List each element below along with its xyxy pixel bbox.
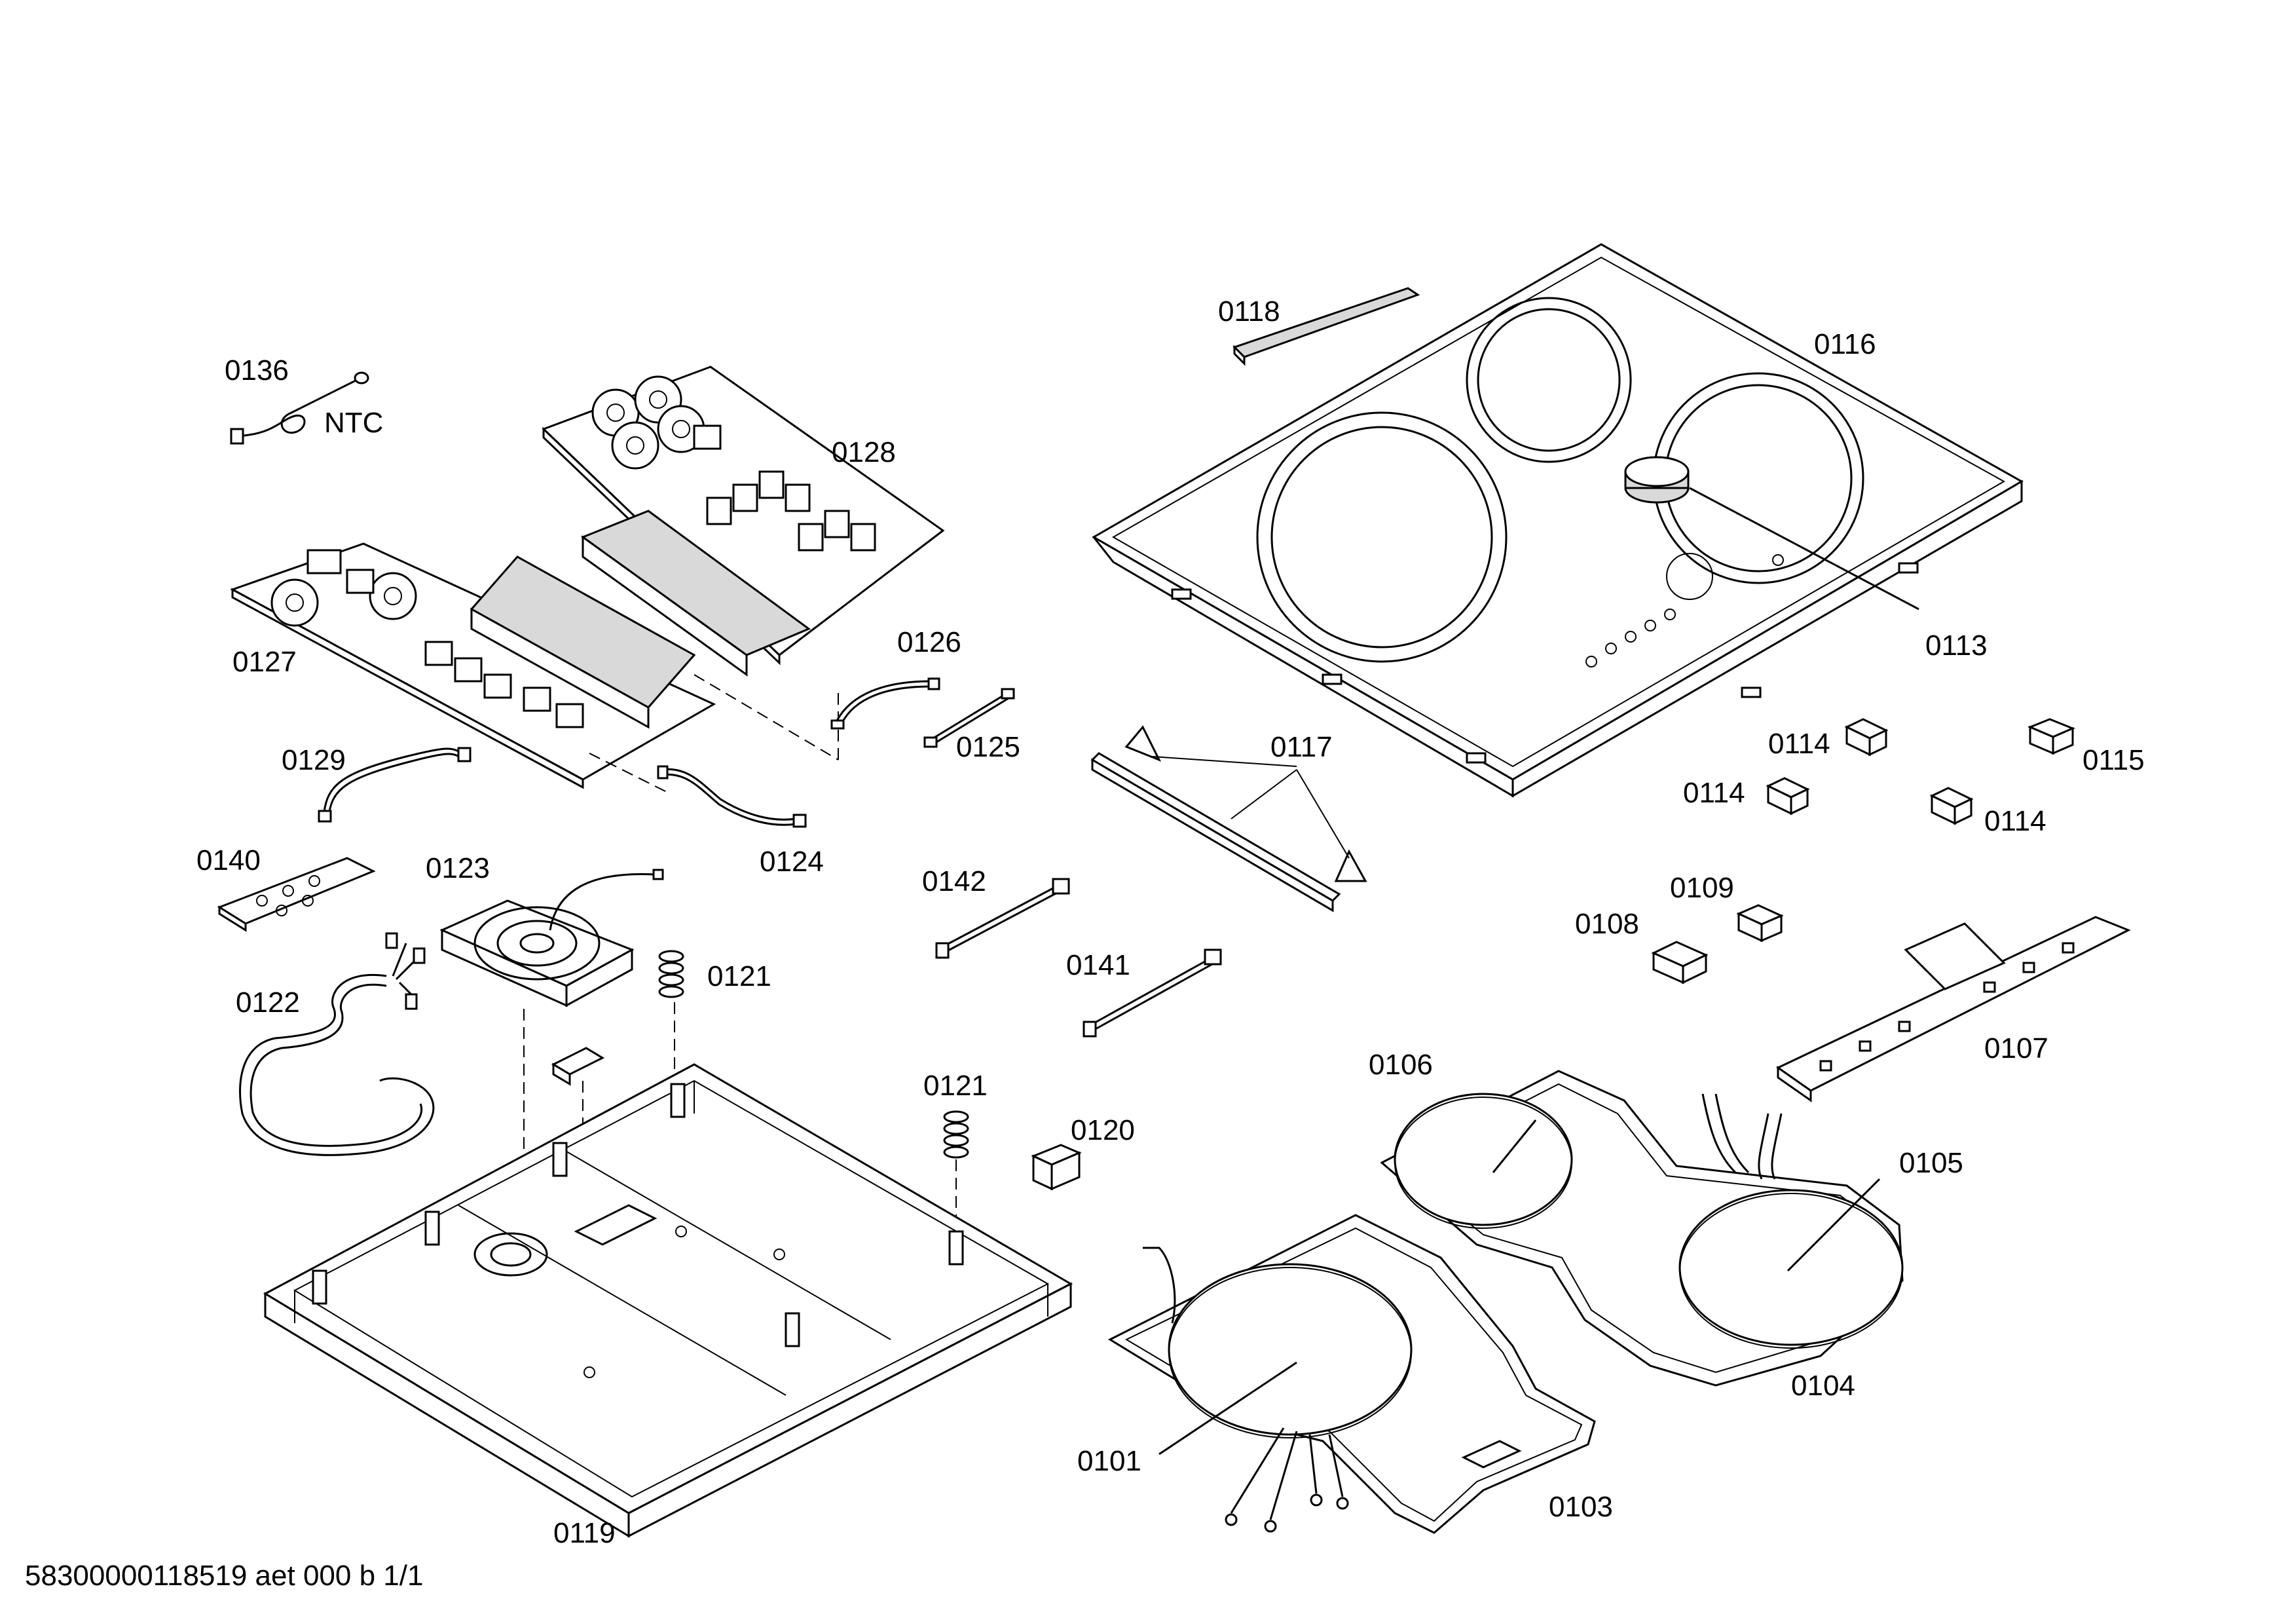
bracket-clip <box>551 1047 605 1086</box>
label-0124: 0124 <box>760 846 824 878</box>
mains-cable <box>239 932 435 1156</box>
document-footer: 58300000118519 aet 000 b 1/1 <box>25 1560 423 1592</box>
label-0116: 0116 <box>1814 328 1876 360</box>
label-0103: 0103 <box>1549 1491 1613 1523</box>
label-0106: 0106 <box>1369 1049 1433 1081</box>
label-0113: 0113 <box>1925 629 1988 662</box>
cable-0126 <box>830 677 940 730</box>
part-0109 <box>1736 904 1784 943</box>
induction-coil-0101 <box>1168 1263 1413 1533</box>
bottom-housing-tray <box>263 1063 1073 1538</box>
ceramic-glass-cooktop <box>1092 243 2024 798</box>
label-0101: 0101 <box>1077 1445 1141 1477</box>
label-0109: 0109 <box>1670 872 1734 904</box>
label-0114-a: 0114 <box>1768 728 1830 760</box>
label-0121-upper: 0121 <box>707 960 771 992</box>
label-0105: 0105 <box>1899 1147 1963 1179</box>
label-0104: 0104 <box>1791 1370 1855 1402</box>
cable-0142 <box>935 878 1070 959</box>
label-0119: 0119 <box>553 1517 616 1549</box>
label-0120: 0120 <box>1071 1114 1135 1146</box>
leader-0105 <box>1787 1178 1881 1272</box>
spring-lower <box>943 1110 969 1159</box>
clip-0114-c <box>1929 787 1974 825</box>
label-0114-b: 0114 <box>1683 777 1745 809</box>
label-0136: 0136 <box>225 354 289 386</box>
label-0117: 0117 <box>1270 731 1333 763</box>
label-0126: 0126 <box>897 626 961 658</box>
cable-0129 <box>318 747 472 823</box>
cooling-fan <box>439 869 664 1007</box>
leader-0106 <box>1492 1119 1537 1173</box>
induction-coil-0106 <box>1394 1093 1573 1229</box>
label-ntc: NTC <box>324 407 383 439</box>
label-0127: 0127 <box>232 646 297 678</box>
label-0128: 0128 <box>832 436 896 468</box>
clip-0114-a <box>1844 718 1889 757</box>
clip-0114-b <box>1766 777 1810 816</box>
label-0125: 0125 <box>956 731 1020 763</box>
label-0129: 0129 <box>282 744 346 776</box>
leader-0113 <box>1689 487 1919 610</box>
power-board-lower <box>230 542 716 789</box>
part-0108 <box>1651 941 1709 985</box>
cable-0141 <box>1083 948 1222 1038</box>
control-board <box>1776 916 2131 1102</box>
cable-0125 <box>923 688 1015 748</box>
label-0121-lower: 0121 <box>923 1070 988 1102</box>
label-0114-c: 0114 <box>1984 805 2046 837</box>
label-0123: 0123 <box>426 852 490 884</box>
label-0122: 0122 <box>236 986 300 1019</box>
spring-upper <box>658 950 684 998</box>
control-module-0140 <box>217 857 376 932</box>
power-board-upper <box>542 366 945 677</box>
label-0115: 0115 <box>2083 744 2145 776</box>
control-knob <box>1624 456 1690 504</box>
leader-0101 <box>1158 1361 1297 1455</box>
ntc-sensor <box>230 371 369 445</box>
terminal-block <box>1031 1144 1082 1191</box>
label-0107: 0107 <box>1984 1032 2048 1064</box>
label-0118: 0118 <box>1218 295 1280 328</box>
mounting-bracket <box>1090 725 1367 912</box>
label-0140: 0140 <box>196 844 261 876</box>
label-0141: 0141 <box>1066 949 1130 981</box>
label-0108: 0108 <box>1575 908 1639 940</box>
clip-0115 <box>2028 718 2075 755</box>
label-0142: 0142 <box>922 865 986 897</box>
cable-0124 <box>657 765 807 828</box>
seal-strip <box>1232 287 1420 366</box>
